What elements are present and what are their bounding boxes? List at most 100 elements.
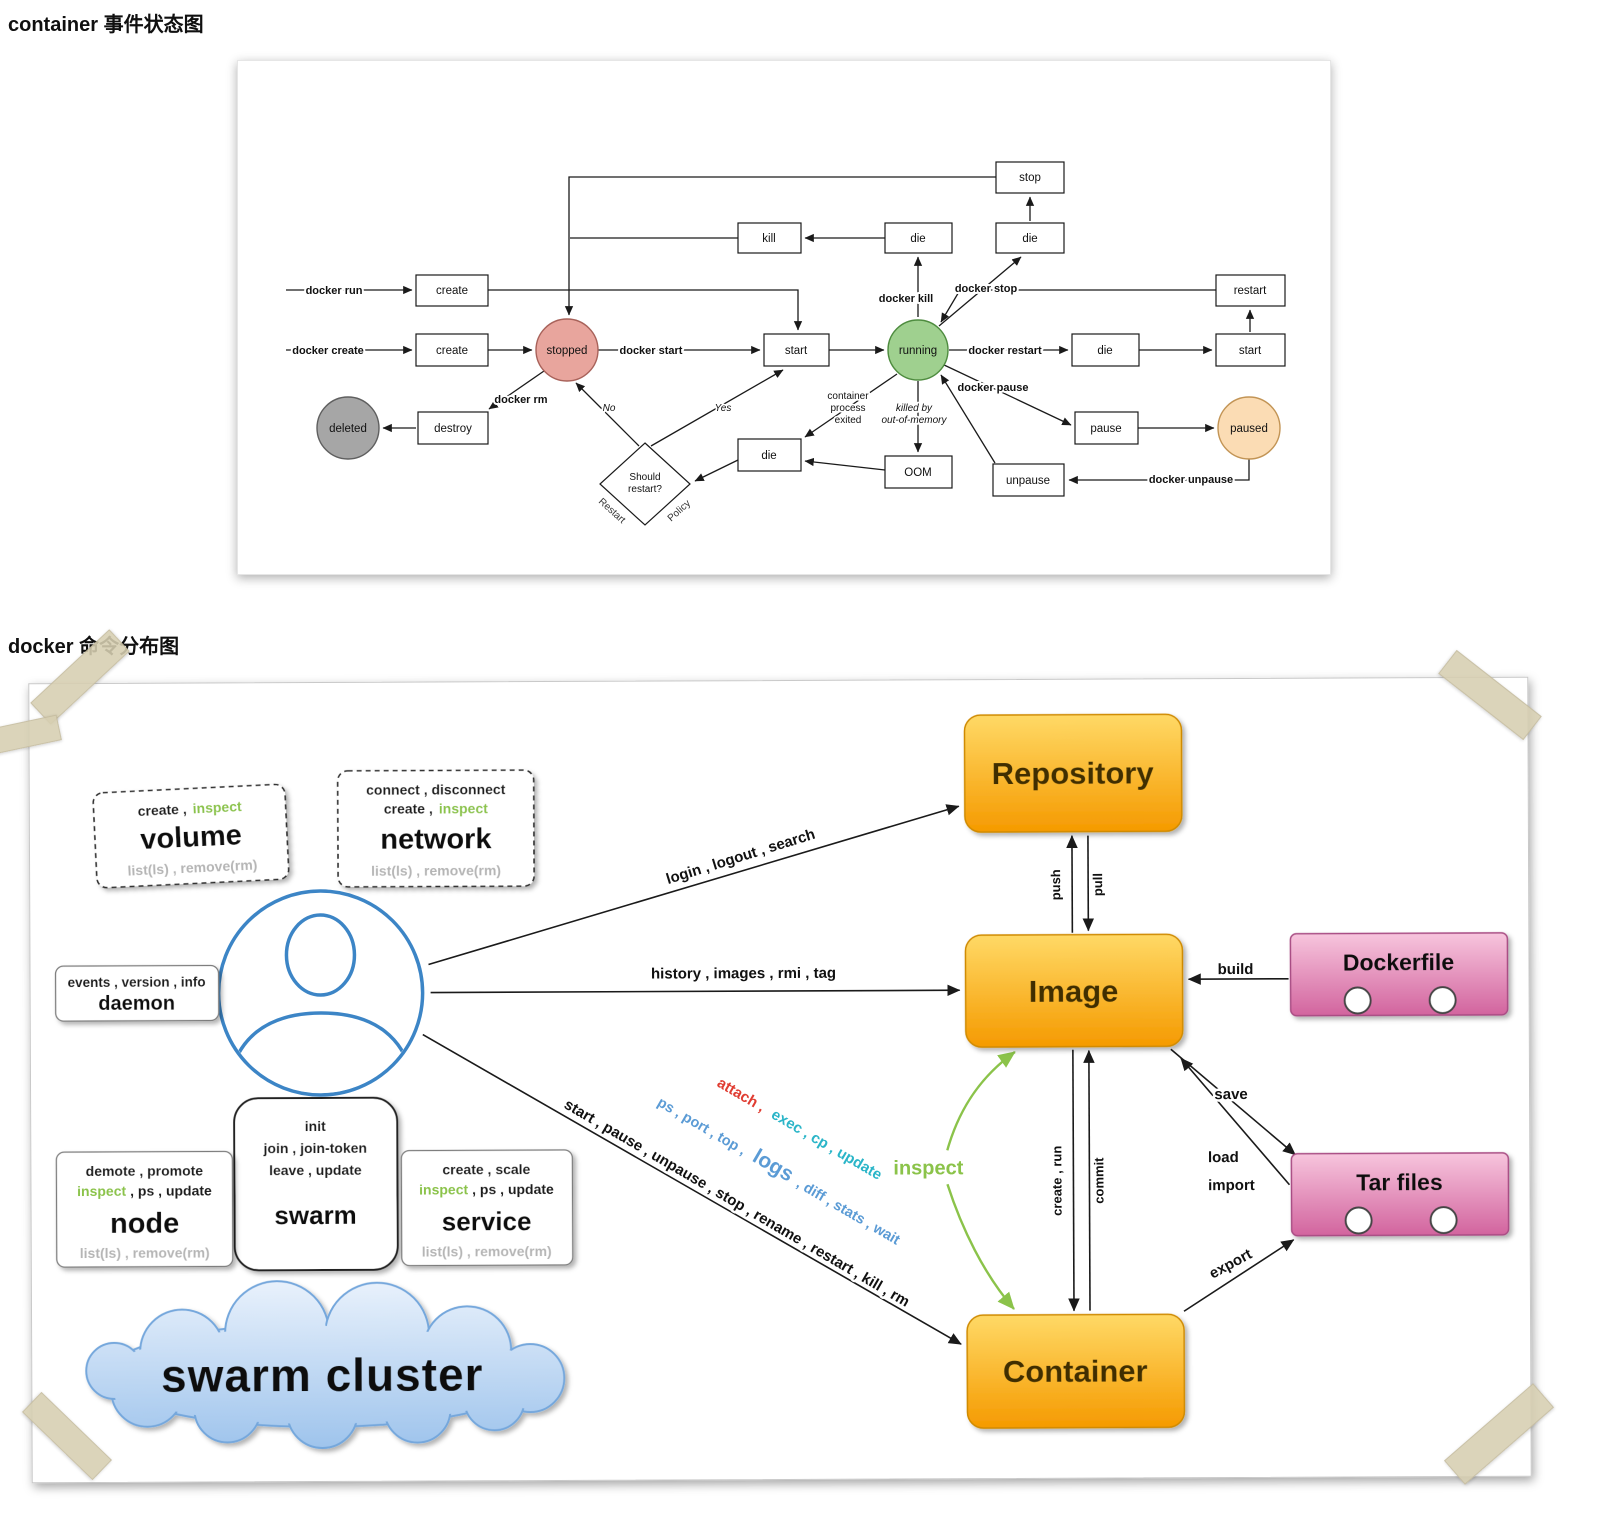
cmd-docker-restart: docker restart	[968, 345, 1042, 357]
event-box-kill: kill	[737, 222, 802, 254]
ps-port-top-label: ps , port , top ,	[654, 1095, 748, 1159]
event-label: die	[1022, 233, 1037, 245]
svg-text:create ,inspect: create , inspect	[384, 800, 488, 816]
swarm-line1: init	[305, 1118, 326, 1134]
edge-label-export: export	[1206, 1246, 1254, 1283]
edge-label-create-run: create , run	[1049, 1146, 1064, 1216]
command-diagram: create , inspect volume list(ls) , remove…	[54, 713, 1510, 1449]
event-box-unpause: unpause	[992, 463, 1065, 497]
service-name: service	[442, 1206, 532, 1236]
state-deleted: deleted	[316, 396, 380, 460]
event-label: pause	[1090, 423, 1121, 435]
event-box-create: create	[415, 333, 489, 367]
volume-list-remove: list(ls) , remove(rm)	[127, 856, 258, 878]
decision-yes-label: Yes	[715, 403, 732, 414]
repository-label: Repository	[992, 755, 1155, 791]
event-label: die	[761, 450, 776, 462]
event-box-stop: stop	[995, 161, 1065, 194]
event-label: die	[1097, 345, 1112, 357]
event-label: create	[436, 345, 468, 357]
command-arrows	[422, 804, 1296, 1345]
note-exited-1: container	[827, 391, 869, 402]
event-box-die-exit: die	[737, 438, 802, 472]
svg-text:inspect, ps , update: inspect, ps , update	[77, 1182, 212, 1199]
event-box-start: start	[763, 333, 830, 367]
volume-name: volume	[140, 819, 243, 856]
swarm-cluster-label: swarm cluster	[161, 1348, 484, 1401]
edge-label-load: load	[1208, 1149, 1239, 1166]
cmd-docker-rm: docker rm	[494, 394, 547, 406]
image-label: Image	[1029, 974, 1119, 1009]
tar-files-wheel-icon	[1344, 1206, 1373, 1235]
state-diagram: create create start kill die die stop re…	[286, 161, 1286, 526]
dockerfile-wheel-icon	[1428, 986, 1457, 1015]
event-label: restart	[1234, 285, 1267, 297]
edge-label-inspect: inspect	[893, 1157, 963, 1179]
service-cmds-green: inspect	[419, 1181, 468, 1197]
network-cmds-black: create ,	[384, 801, 433, 817]
daemon-name: daemon	[98, 993, 175, 1015]
cmd-docker-start: docker start	[620, 345, 683, 357]
state-label: running	[899, 345, 937, 357]
node-name: node	[110, 1208, 179, 1240]
swarm-cluster-cloud: swarm cluster	[85, 1280, 566, 1449]
svg-text:create ,inspect: create , inspect	[137, 798, 242, 819]
state-label: paused	[1230, 423, 1268, 435]
group-swarm: init join , join-token leave , update sw…	[233, 1096, 399, 1272]
event-label: create	[436, 285, 468, 297]
group-service: create , scale inspect, ps , update serv…	[400, 1149, 574, 1267]
note-exited-3: exited	[835, 415, 862, 426]
tar-files-label: Tar files	[1356, 1169, 1443, 1195]
decision-label-line1: Should	[629, 472, 660, 483]
command-diagram-canvas: create , inspect volume list(ls) , remove…	[28, 676, 1532, 1484]
service-line1: create , scale	[442, 1161, 530, 1177]
cmd-docker-unpause: docker unpause	[1149, 474, 1233, 486]
state-label: stopped	[547, 345, 588, 357]
event-box-pause: pause	[1074, 411, 1139, 445]
group-volume: create , inspect volume list(ls) , remove…	[92, 783, 290, 889]
event-box-restart: restart	[1215, 274, 1286, 307]
event-label: unpause	[1006, 475, 1050, 487]
network-cmds-green: inspect	[439, 800, 488, 816]
state-transition-arrows	[286, 176, 1255, 485]
edge-label-commit: commit	[1091, 1157, 1106, 1204]
inspect-arrows	[946, 1050, 1016, 1310]
attach-label: attach ,	[714, 1074, 768, 1115]
event-label: OOM	[904, 467, 931, 479]
note-exited-2: process	[830, 403, 865, 414]
swarm-line3: leave , update	[269, 1162, 362, 1178]
event-box-die-kill: die	[884, 222, 953, 254]
event-label: stop	[1019, 172, 1041, 184]
user-icon	[216, 889, 425, 1097]
network-line1: connect , disconnect	[366, 781, 506, 798]
state-diagram-title: container 事件状态图	[8, 14, 204, 36]
service-list-remove: list(ls) , remove(rm)	[422, 1243, 552, 1260]
service-cmds-black: , ps , update	[472, 1181, 554, 1197]
svg-text:inspect, ps , update: inspect, ps , update	[419, 1181, 554, 1198]
edge-label-pull: pull	[1090, 873, 1105, 896]
event-label: start	[785, 345, 808, 357]
group-network: connect , disconnect create ,inspect net…	[336, 769, 535, 888]
node-cmds-black: , ps , update	[130, 1182, 212, 1198]
group-node: demote , promote inspect, ps , update no…	[55, 1150, 234, 1268]
volume-cmds-black: create ,	[137, 801, 187, 819]
node-line1: demote , promote	[86, 1163, 204, 1180]
cmd-docker-pause: docker pause	[958, 382, 1029, 394]
container-label: Container	[1003, 1353, 1148, 1389]
note-oom-2: out-of-memory	[881, 415, 947, 426]
node-repository: Repository	[963, 713, 1183, 833]
note-oom-1: killed by	[896, 403, 933, 414]
edge-label-repository-cmds: login , logout , search	[664, 826, 817, 888]
network-list-remove: list(ls) , remove(rm)	[371, 862, 501, 879]
dockerfile-wheel-icon	[1343, 986, 1372, 1015]
cmd-docker-kill: docker kill	[879, 293, 933, 305]
event-box-create-run: create	[415, 274, 489, 307]
cmd-docker-run: docker run	[306, 285, 363, 297]
daemon-line1: events , version , info	[68, 975, 206, 991]
edge-label-save: save	[1214, 1086, 1247, 1103]
edge-label-push: push	[1048, 869, 1063, 900]
dockerfile-label: Dockerfile	[1343, 949, 1454, 975]
volume-cmds-green: inspect	[192, 798, 242, 816]
cmd-docker-create: docker create	[292, 345, 364, 357]
event-box-destroy: destroy	[417, 411, 489, 445]
